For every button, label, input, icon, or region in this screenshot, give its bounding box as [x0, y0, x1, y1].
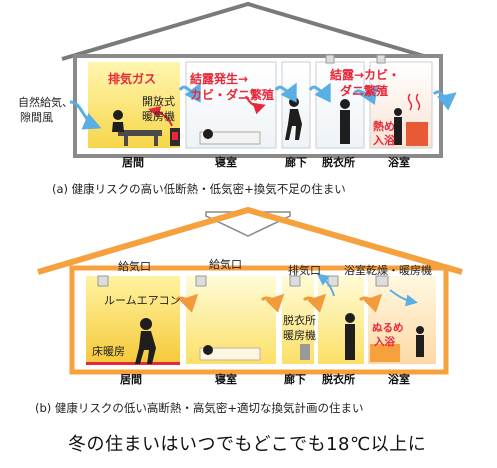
bottom-lukewarm-bath-1: ぬるめ [372, 322, 404, 334]
top-sleeper-head-icon [203, 129, 213, 139]
bottom-room-label-living: 居間 [120, 373, 142, 386]
top-room-label-living: 居間 [122, 156, 144, 169]
top-heater-note-2: 暖房機 [142, 110, 175, 123]
bottom-hall-heater-icon [300, 344, 310, 360]
top-table-icon [118, 130, 162, 136]
bottom-changer-body-icon [345, 324, 355, 360]
bottom-changer-head-icon [345, 313, 355, 323]
top-hot-bath-1: 熱め [373, 120, 395, 133]
bottom-room-label-hall: 廊下 [284, 373, 306, 386]
top-condensation-bath-1: 結露→カビ・ [330, 68, 401, 82]
top-house [61, 1, 457, 158]
bottom-changing-heater-1: 脱衣所 [283, 314, 316, 327]
top-person-living-body-icon [112, 122, 124, 132]
bottom-floor-heating-icon [86, 362, 180, 365]
bottom-room-changing [318, 276, 364, 364]
top-vent-changing-icon [325, 54, 335, 64]
bottom-bath-dryer-icon [375, 275, 389, 287]
top-bather-head-icon [394, 108, 402, 116]
bottom-flow-arrow-2-icon [260, 293, 285, 313]
bottom-room-label-changing: 脱衣所 [322, 373, 355, 386]
bottom-room-label-bath: 浴室 [388, 373, 410, 386]
top-leak-arrow-4-icon [352, 85, 378, 105]
top-changer-body-icon [340, 110, 350, 144]
top-heater-flame-icon [172, 132, 178, 140]
top-person-living-head-icon [113, 110, 123, 120]
bottom-changing-heater-2: 暖房機 [283, 329, 316, 342]
bottom-bed-icon [199, 347, 261, 361]
bottom-lukewarm-bath-2: 入浴 [374, 336, 395, 348]
bottom-roof [37, 206, 463, 275]
top-bed-icon [199, 131, 261, 145]
bottom-bather-body-icon [416, 335, 424, 357]
top-condensation-bath-2: ダニ繁殖 [340, 84, 389, 98]
top-exhaust-gas-label: 排気ガス [108, 72, 157, 86]
top-changer-head-icon [340, 99, 350, 109]
top-walker-head-icon [289, 97, 299, 107]
top-room-label-bedroom: 寝室 [215, 156, 237, 169]
top-vent-bath-icon [376, 54, 386, 64]
top-bather-body-icon [394, 117, 402, 145]
top-table-leg2-icon [154, 136, 158, 146]
top-draft-arrow-icon [69, 100, 102, 130]
bottom-bath-dryer-label: 浴室乾燥・暖房機 [344, 264, 432, 277]
top-heater-note-1: 開放式 [142, 95, 175, 108]
top-leak-arrow-1-icon [178, 82, 201, 103]
footer-message: 冬の住まいはいつでもどこでも18℃以上に [68, 434, 427, 455]
top-condensation-bedroom-2: カビ・ダニ繁殖 [190, 88, 275, 102]
top-walker-body-icon [285, 109, 302, 140]
bottom-supply-label-2: 給気口 [209, 258, 242, 271]
top-bathtub-icon [406, 122, 428, 146]
top-condensation-bedroom-1: 結露発生→ [190, 72, 249, 86]
bottom-room-label-bedroom: 寝室 [215, 373, 237, 386]
top-caption: (a) 健康リスクの高い低断熱・低気密+換気不足の住まい [52, 182, 346, 196]
bottom-supply-vent-2-icon [195, 275, 207, 287]
bottom-exhaust-vent-icon [289, 275, 301, 287]
bottom-caption: (b) 健康リスクの低い高断熱・高気密+適切な換気計画の住まい [35, 401, 364, 415]
bottom-exhaust-label: 排気口 [288, 264, 321, 277]
bottom-walker-head-icon [140, 318, 152, 330]
top-room-label-hall: 廊下 [285, 156, 307, 169]
top-steam-icon [407, 93, 421, 111]
top-leak-arrow-out-icon [432, 90, 457, 111]
top-leak-arrow-2-icon [274, 82, 297, 103]
bottom-floor-heating-label: 床暖房 [92, 345, 125, 358]
bottom-supply-vent-1-icon [97, 275, 109, 287]
bottom-dryer-arrow-icon [389, 289, 418, 307]
top-roof [61, 1, 435, 61]
bottom-sleeper-head-icon [203, 345, 213, 355]
top-outside-note-2: 隙間風 [20, 111, 53, 124]
bottom-room-living [86, 276, 180, 364]
top-hot-bath-2: 入浴 [373, 134, 395, 147]
bottom-supply-label-1: 給気口 [118, 260, 151, 273]
bottom-flow-arrow-4-icon [358, 293, 383, 313]
bottom-bather-head-icon [416, 326, 424, 334]
bottom-flow-arrow-3-icon [302, 293, 327, 313]
bottom-house [37, 206, 463, 375]
bottom-walker-body-icon [135, 331, 156, 364]
bottom-room-ac-label: ルームエアコン [104, 294, 181, 307]
bottom-flow-arrow-1-icon [174, 293, 199, 313]
top-exhaust-arrow-icon [148, 106, 173, 127]
top-table-leg-icon [124, 136, 128, 146]
top-outside-note-1: 自然給気、 [18, 96, 73, 109]
top-condense-arrow-icon [245, 95, 266, 115]
top-room-label-bath: 浴室 [388, 156, 410, 169]
top-leak-arrow-3-icon [308, 82, 331, 103]
top-room-label-changing: 脱衣所 [322, 156, 355, 169]
bottom-exhaust-arrow-icon [316, 273, 335, 297]
bottom-bathtub-icon [370, 344, 400, 362]
